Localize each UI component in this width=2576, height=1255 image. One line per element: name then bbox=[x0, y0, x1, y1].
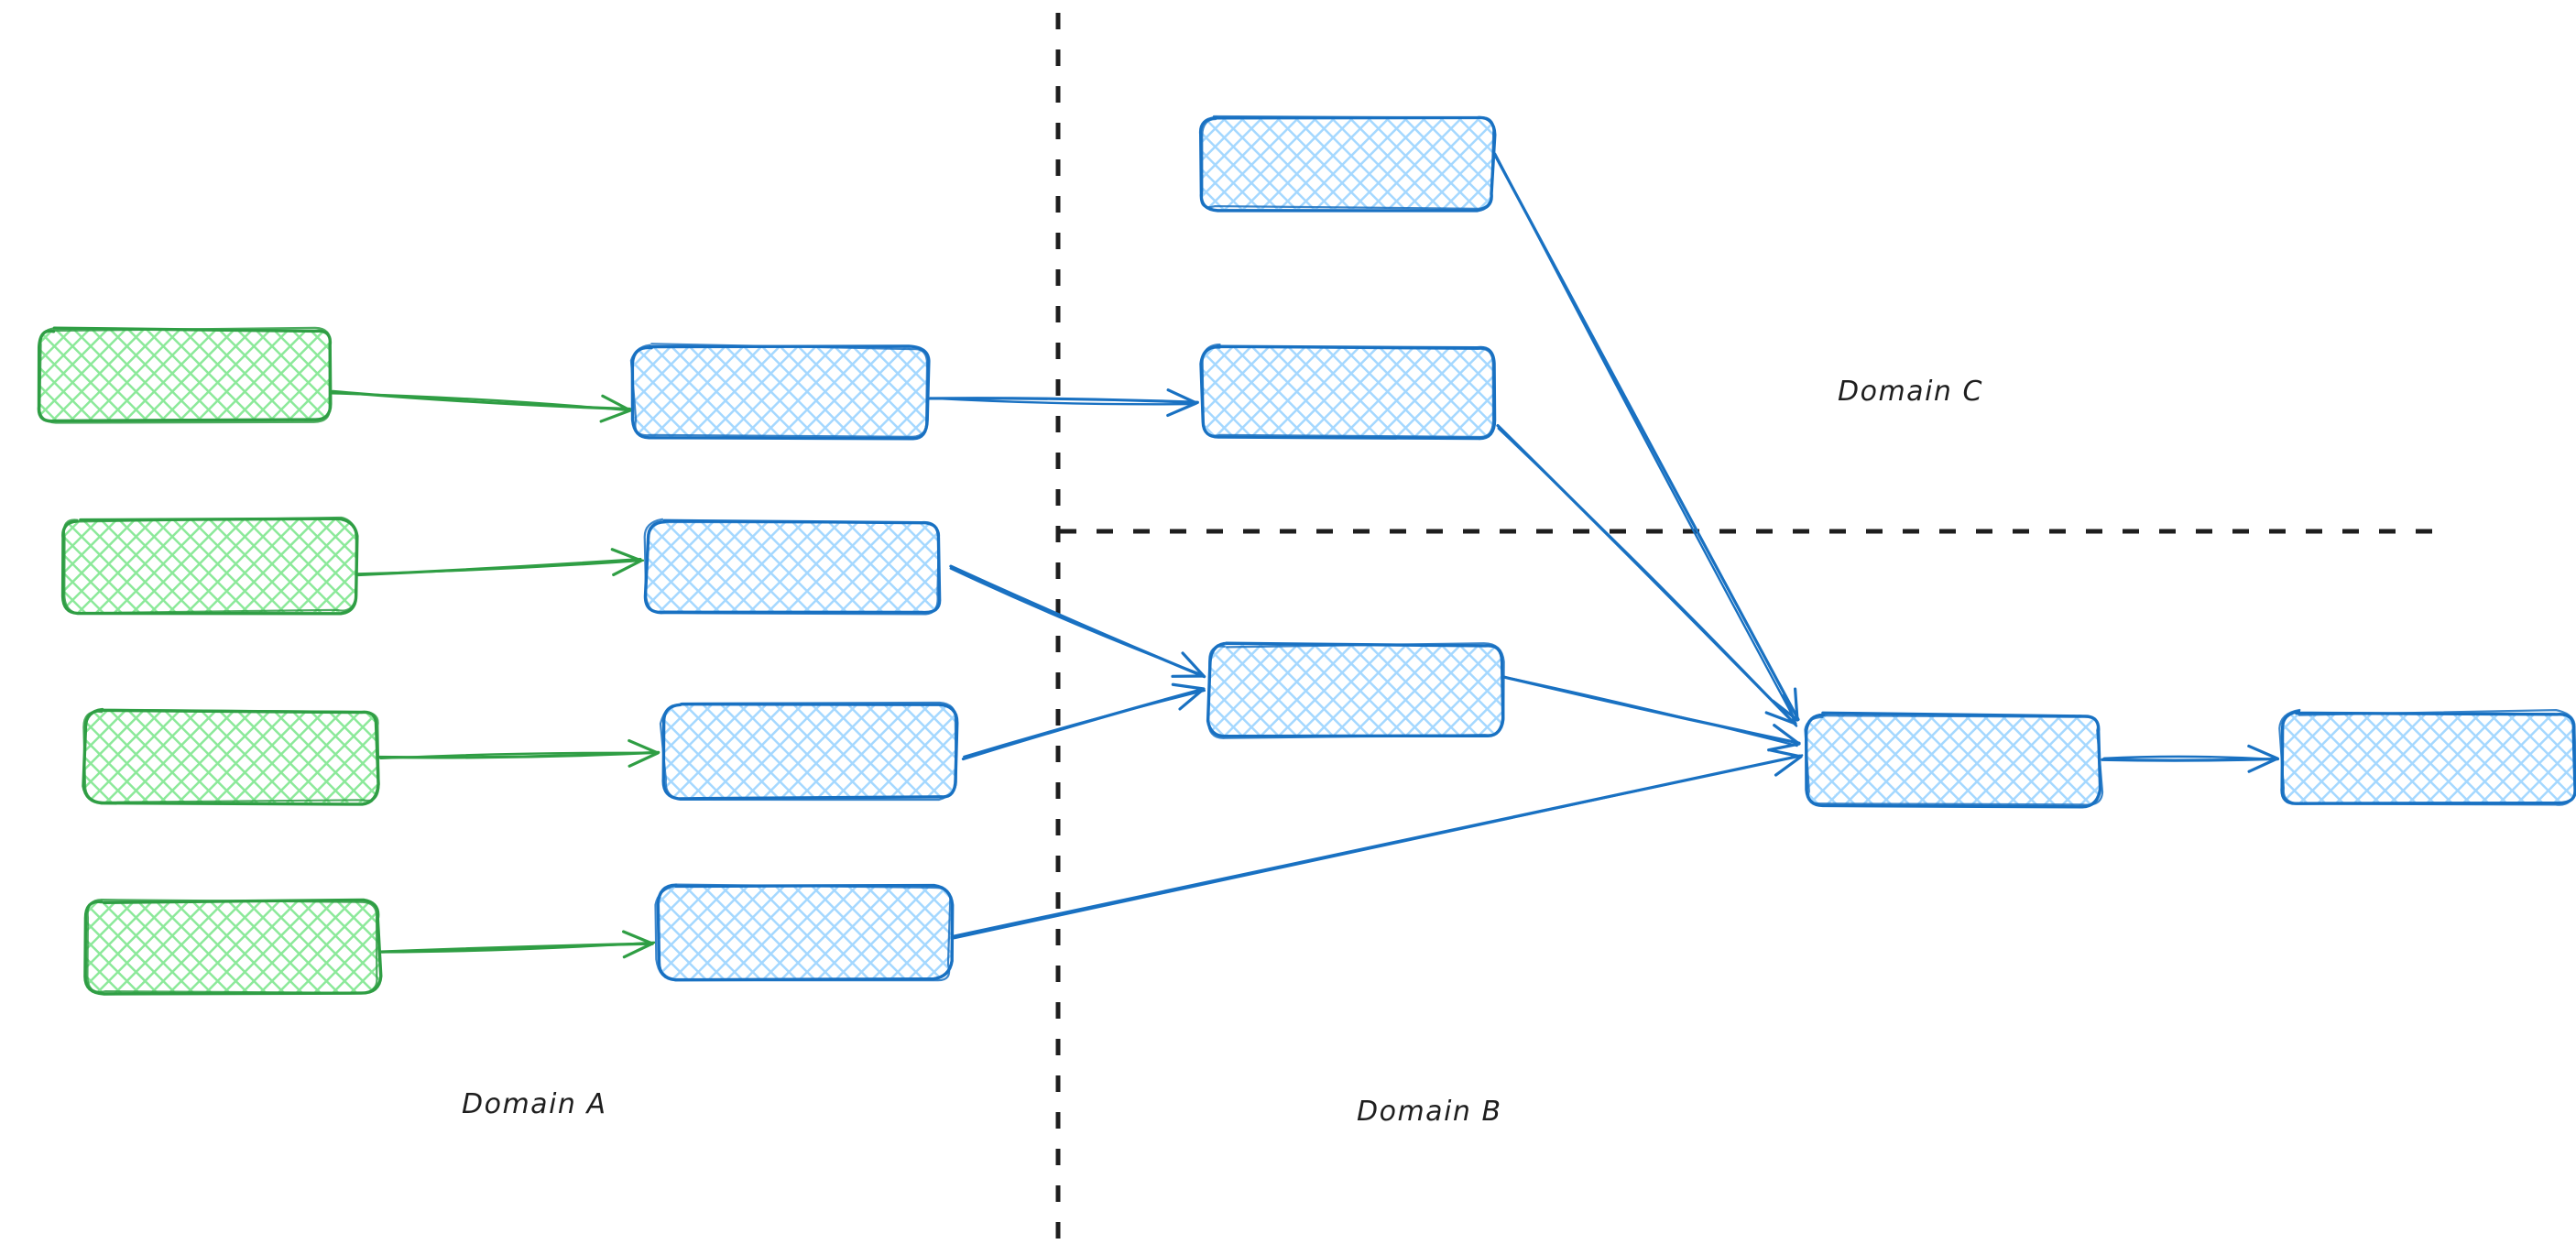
edge-a3-to-b3 bbox=[377, 738, 660, 768]
node-a1[interactable] bbox=[37, 326, 333, 424]
edge-c1-to-d1 bbox=[1492, 151, 1800, 722]
edge-b2-to-c3 bbox=[949, 564, 1206, 679]
label-domain-a: Domain A bbox=[462, 1088, 607, 1120]
node-c2[interactable] bbox=[1199, 343, 1497, 441]
node-e1[interactable] bbox=[2278, 708, 2576, 806]
node-b2[interactable] bbox=[643, 518, 942, 616]
node-c3[interactable] bbox=[1206, 641, 1505, 739]
edge-a2-to-b2 bbox=[355, 548, 645, 577]
divider-layer bbox=[1055, 13, 2448, 1244]
edge-b3-to-c3 bbox=[961, 682, 1206, 761]
edge-a1-to-b1 bbox=[329, 389, 633, 423]
node-b4[interactable] bbox=[654, 883, 955, 982]
edge-c3-to-d1 bbox=[1502, 675, 1801, 752]
node-d1[interactable] bbox=[1804, 711, 2104, 809]
edge-layer bbox=[329, 151, 2280, 959]
edge-b1-to-c2 bbox=[928, 388, 1199, 418]
node-a3[interactable] bbox=[82, 707, 380, 806]
edge-b4-to-d1 bbox=[949, 748, 1804, 940]
label-domain-b: Domain B bbox=[1357, 1096, 1502, 1128]
edge-d1-to-e1 bbox=[2101, 744, 2280, 773]
edge-c2-to-d1 bbox=[1496, 423, 1798, 727]
label-domain-c: Domain C bbox=[1838, 376, 1983, 408]
node-layer bbox=[37, 115, 2576, 996]
node-c1[interactable] bbox=[1198, 115, 1497, 213]
node-b1[interactable] bbox=[629, 343, 931, 441]
node-a4[interactable] bbox=[83, 898, 383, 996]
node-a2[interactable] bbox=[60, 516, 359, 616]
edge-a4-to-b4 bbox=[378, 930, 656, 959]
node-b3[interactable] bbox=[659, 701, 959, 802]
